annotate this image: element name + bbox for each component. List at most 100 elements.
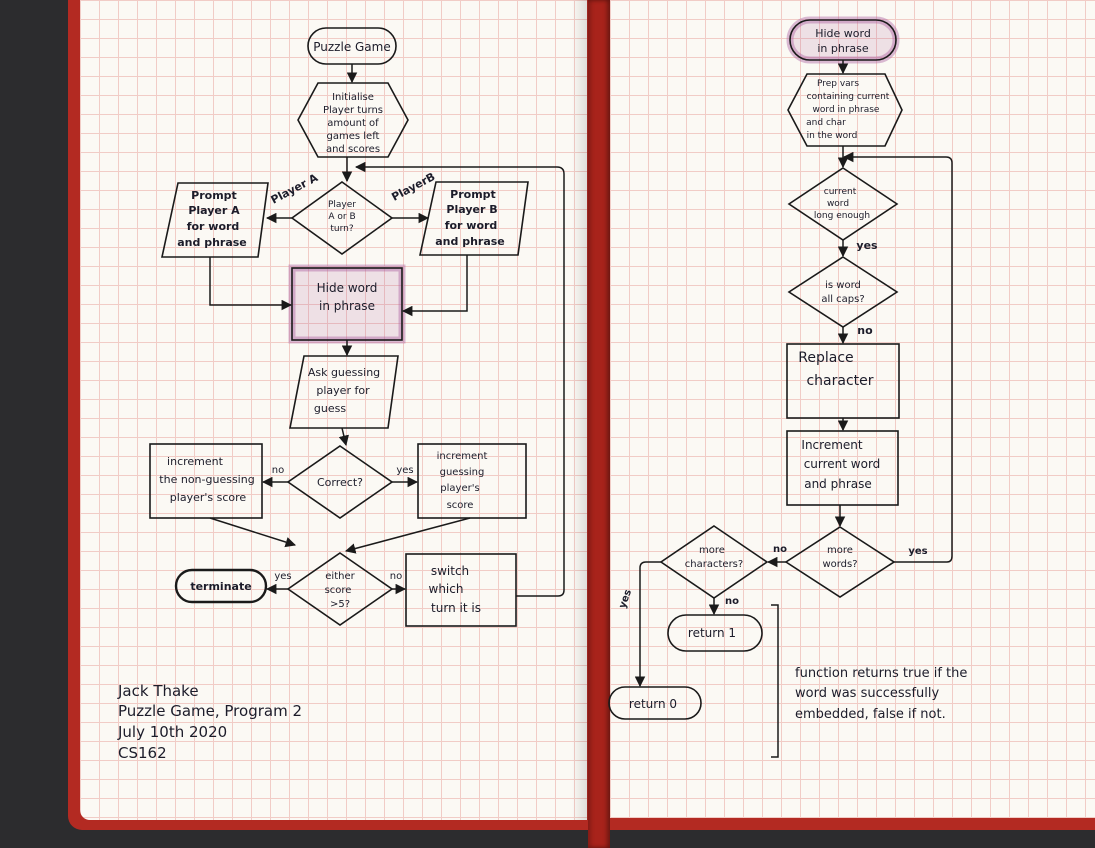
non-guessing-line-2: player's score: [170, 491, 247, 504]
edge-nonguess-score: [209, 517, 297, 548]
initialise-line-1: Player turns: [323, 105, 383, 116]
correct-no-label: no: [272, 465, 284, 476]
author-line-3: CS162: [118, 744, 167, 762]
replace-line-1: character: [806, 373, 873, 389]
player-a-branch-label: Player A: [269, 171, 321, 207]
sub-start-terminal: Hide word in phrase: [786, 16, 900, 64]
note-line-0: function returns true if the: [795, 666, 967, 681]
guessing-line-0: increment: [437, 451, 488, 462]
ask-guess-line-0: Ask guessing: [308, 366, 380, 379]
author-line-0: Jack Thake: [117, 682, 199, 700]
initialise-process: Initialise Player turns amount of games …: [297, 82, 409, 158]
ask-guess-input: Ask guessing player for guess: [289, 355, 399, 429]
prep-line-2: word in phrase: [813, 105, 880, 115]
all-caps-decision: is word all caps?: [787, 256, 899, 328]
note-line-1: word was successfully: [795, 686, 939, 701]
replace-line-0: Replace: [798, 350, 853, 366]
prompt-player-b: Prompt Player B for word and phrase: [419, 181, 529, 256]
switch-line-1: which: [429, 582, 464, 596]
more-chars-yes-label: yes: [617, 588, 634, 610]
switch-turn-box: switch which turn it is: [405, 553, 517, 627]
more-words-decision: more words?: [784, 526, 896, 598]
terminate-terminal: terminate: [174, 568, 268, 604]
function-note: function returns true if the word was su…: [795, 666, 967, 722]
start-label-line: Puzzle Game: [313, 40, 390, 54]
caps-line-1: all caps?: [821, 294, 864, 305]
correct-label: Correct?: [317, 476, 363, 489]
more-chars-line-0: more: [699, 545, 725, 556]
prompt-a-line-2: for word: [187, 220, 240, 233]
more-words-yes-label: yes: [908, 546, 927, 557]
sub-start-line-0: Hide word: [815, 27, 871, 40]
return-0-label: return 0: [629, 697, 677, 711]
note-line-2: embedded, false if not.: [795, 707, 946, 722]
replace-char-box: Replace character: [786, 343, 900, 419]
hide-word-line-0: Hide word: [317, 281, 378, 295]
more-words-line-1: words?: [822, 559, 857, 570]
prompt-b-line-2: for word: [445, 219, 498, 232]
guessing-line-2: player's: [440, 483, 479, 494]
increment-non-guessing-box: increment the non-guessing player's scor…: [149, 443, 263, 519]
start-terminal: Puzzle Game: [307, 27, 397, 65]
incr-word-line-1: current word: [804, 457, 881, 471]
edge-ask-correct: [338, 427, 349, 447]
prompt-a-line-3: and phrase: [177, 236, 247, 249]
player-decision-line-1: A or B: [328, 212, 355, 222]
player-decision-line-0: Player: [328, 200, 356, 210]
author-line-2: July 10th 2020: [117, 723, 227, 741]
player-decision-line-2: turn?: [330, 224, 353, 234]
caps-no-label: no: [857, 324, 873, 337]
more-chars-no-label: no: [725, 596, 739, 607]
prep-line-0: Prep vars: [817, 79, 859, 89]
prep-line-1: containing current: [807, 92, 890, 102]
long-line-0: current: [824, 187, 857, 197]
notebook-page-left: [80, 0, 587, 820]
player-turn-decision: Player A or B turn?: [290, 181, 394, 255]
increment-word-box: Increment current word and phrase: [786, 430, 899, 506]
hide-word-line-1: in phrase: [319, 299, 375, 313]
score-decision-line-1: score: [325, 585, 352, 596]
prep-vars-process: Prep vars containing current word in phr…: [787, 73, 903, 147]
long-yes-label: yes: [856, 239, 878, 252]
initialise-line-0: Initialise: [332, 92, 374, 103]
ask-guess-line-1: player for: [316, 384, 370, 397]
non-guessing-line-0: increment: [167, 455, 224, 468]
terminate-label: terminate: [190, 580, 251, 593]
switch-line-2: turn it is: [431, 601, 481, 615]
return-1-terminal: return 1: [667, 614, 763, 652]
non-guessing-line-1: the non-guessing: [159, 473, 254, 486]
score-decision: either score >5?: [286, 552, 394, 626]
note-bracket: [771, 604, 779, 758]
word-long-decision: current word long enough: [787, 167, 899, 241]
player-b-branch-label: PlayerB: [389, 170, 437, 204]
score-decision-line-2: >5?: [330, 599, 350, 610]
prompt-a-line-1: Player A: [188, 204, 240, 217]
more-words-no-label: no: [773, 544, 787, 555]
edge-prompt-a-hide: [209, 257, 293, 311]
edge-guess-score: [344, 517, 471, 554]
edge-morewords-loop: [842, 151, 953, 563]
initialise-line-3: games left: [327, 131, 380, 142]
more-chars-decision: more characters?: [659, 525, 769, 599]
prompt-b-line-3: and phrase: [435, 235, 505, 248]
hide-word-subroutine: Hide word in phrase: [288, 264, 406, 344]
guessing-line-3: score: [447, 500, 474, 511]
caps-line-0: is word: [825, 280, 861, 291]
prompt-player-a: Prompt Player A for word and phrase: [161, 182, 269, 258]
correct-decision: Correct?: [286, 445, 394, 519]
edge-switch-loop: [354, 161, 565, 597]
long-line-1: word: [827, 199, 849, 209]
edge-prompt-b-hide: [401, 255, 468, 317]
sub-start-line-1: in phrase: [817, 42, 868, 55]
more-chars-line-1: characters?: [685, 559, 743, 570]
prompt-a-line-0: Prompt: [191, 189, 237, 202]
initialise-line-2: amount of: [327, 118, 379, 129]
return-0-terminal: return 0: [608, 686, 702, 720]
edge-morechars-return0: [634, 561, 661, 688]
prompt-b-line-1: Player B: [446, 203, 497, 216]
correct-yes-label: yes: [396, 465, 413, 476]
guessing-line-1: guessing: [440, 467, 485, 478]
prep-line-3: and char: [806, 118, 846, 128]
return-1-label: return 1: [688, 626, 736, 640]
